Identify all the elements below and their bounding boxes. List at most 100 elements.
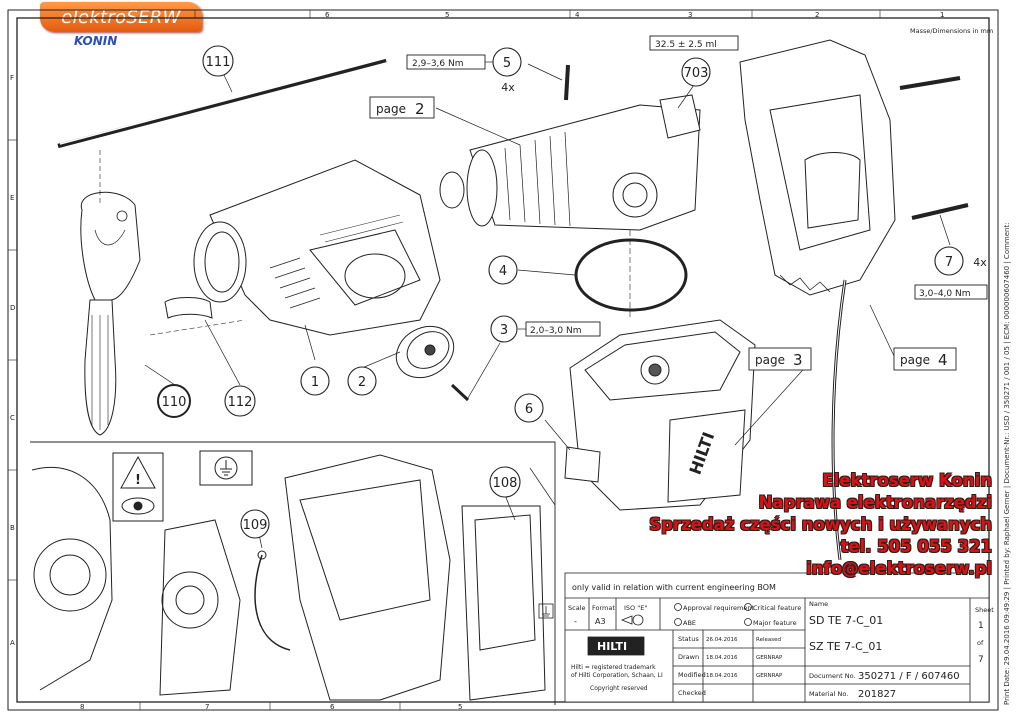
motor-housing-assembly: HILTI bbox=[569, 319, 756, 511]
advert-overlay: Elektroserw Konin Naprawa elektronarzędz… bbox=[649, 470, 992, 580]
elektroserw-logo: elektroSERW bbox=[40, 2, 202, 32]
callout-111 bbox=[202, 45, 234, 77]
ground-symbol-icon bbox=[214, 456, 238, 480]
page-3-box bbox=[748, 347, 812, 371]
callout-109-label: 109 bbox=[243, 518, 268, 533]
title-block bbox=[538, 572, 990, 703]
callout-110-label: 110 bbox=[162, 395, 187, 410]
tb-note: only valid in relation with current engi… bbox=[572, 583, 776, 592]
page-4-box bbox=[893, 347, 957, 371]
col-3: 3 bbox=[688, 11, 692, 19]
torque-5-text: 2,9–3,6 Nm bbox=[412, 59, 464, 69]
tb-sheets: 7 bbox=[978, 655, 984, 665]
tb-of: of bbox=[977, 639, 984, 647]
callout-112 bbox=[224, 385, 256, 417]
advert-line-4: tel. 505 055 321 bbox=[840, 537, 992, 556]
callout-111-label: 111 bbox=[206, 55, 231, 70]
callout-5-label: 5 bbox=[503, 56, 511, 71]
tb-brand: HILTI bbox=[597, 640, 627, 653]
row-f: F bbox=[10, 74, 14, 82]
tb-major: Major feature bbox=[753, 619, 797, 627]
hilti-logo bbox=[587, 636, 645, 656]
qty-7-label: 4x bbox=[973, 256, 987, 269]
callout-numbers: 111 5 703 4 3 1 2 110 112 6 7 108 109 4x… bbox=[162, 55, 988, 533]
page-2-word: page bbox=[376, 102, 406, 116]
volume-703-text: 32.5 ± 2.5 ml bbox=[655, 40, 717, 50]
col-5-bottom: 5 bbox=[458, 703, 462, 711]
tb-format-head: Format bbox=[592, 604, 615, 612]
annotation-texts: 2,9–3,6 Nm 32.5 ± 2.5 ml 2,0–3,0 Nm 3,0–… bbox=[376, 40, 971, 369]
rear-handle-assembly bbox=[739, 39, 896, 561]
callout-7 bbox=[934, 246, 964, 276]
col-8-bottom: 8 bbox=[80, 703, 84, 711]
motor-assembly bbox=[439, 94, 701, 231]
warning-triangle bbox=[120, 455, 156, 489]
page-2-number: 2 bbox=[415, 100, 425, 118]
tb-trademark-2: of Hilti Corporation, Schaan, LI bbox=[571, 672, 663, 679]
tb-checked-label: Checked bbox=[678, 689, 706, 697]
qty-5-label: 4x bbox=[501, 81, 515, 94]
callout-1-label: 1 bbox=[311, 375, 319, 390]
torque-box-7 bbox=[914, 284, 988, 300]
screw-upper-part-7 bbox=[899, 76, 961, 90]
logo-city: KONIN bbox=[74, 34, 118, 48]
label-part-6 bbox=[564, 446, 601, 483]
detail-drawings bbox=[31, 454, 546, 701]
callout-3-label: 3 bbox=[500, 323, 508, 338]
col-4: 4 bbox=[575, 11, 580, 19]
callout-110 bbox=[157, 384, 191, 418]
callout-112-label: 112 bbox=[228, 395, 253, 410]
col-2: 2 bbox=[815, 11, 819, 19]
tb-format-value: A3 bbox=[595, 617, 606, 626]
callout-7-label: 7 bbox=[945, 255, 953, 270]
warning-exclamation: ! bbox=[135, 473, 141, 488]
col-7-bottom: 7 bbox=[205, 703, 209, 711]
tb-modified-date: 18.04.2016 bbox=[706, 673, 738, 679]
tb-scale-head: Scale bbox=[568, 604, 586, 612]
screw-part-3 bbox=[450, 383, 470, 402]
page-3-word: page bbox=[755, 353, 785, 367]
tb-modified-label: Modified bbox=[678, 671, 706, 679]
callout-703-label: 703 bbox=[684, 66, 709, 81]
torque-3-text: 2,0–3,0 Nm bbox=[530, 326, 582, 336]
tb-scale-value: - bbox=[574, 617, 577, 626]
ground-symbol-box bbox=[199, 450, 253, 486]
clip-part-112 bbox=[164, 297, 213, 319]
tb-drawn-label: Drawn bbox=[678, 653, 699, 661]
advert-line-3: Sprzedaż części nowych i używanych bbox=[649, 515, 992, 534]
cap-part-2 bbox=[395, 325, 455, 379]
torque-7-text: 3,0–4,0 Nm bbox=[919, 289, 971, 299]
tb-docno: 350271 / F / 607460 bbox=[858, 671, 960, 682]
col-6-bottom: 6 bbox=[330, 703, 335, 711]
callout-circles bbox=[157, 45, 964, 539]
callout-4 bbox=[488, 255, 518, 285]
tb-trademark-1: Hilti = registered trademark bbox=[571, 664, 656, 671]
o-ring-part-4 bbox=[574, 238, 688, 312]
detail-view-border bbox=[30, 441, 556, 705]
row-d: D bbox=[10, 304, 15, 312]
callout-108-label: 108 bbox=[493, 476, 518, 491]
tb-modified-value: GERNRAP bbox=[756, 673, 783, 679]
page-2-box bbox=[369, 96, 435, 119]
tb-drawn-date: 18.04.2016 bbox=[706, 655, 738, 661]
tb-status-label: Status bbox=[678, 635, 699, 643]
callout-6 bbox=[514, 393, 544, 423]
callout-2 bbox=[347, 366, 377, 396]
gear-housing-part-1 bbox=[193, 159, 441, 336]
eye-protection-icon bbox=[121, 497, 155, 515]
callout-1 bbox=[300, 366, 330, 396]
col-1: 1 bbox=[940, 11, 944, 19]
callout-3 bbox=[490, 315, 518, 343]
tb-status-value: Released bbox=[756, 637, 781, 643]
callout-6-label: 6 bbox=[525, 402, 533, 417]
page-3-number: 3 bbox=[793, 351, 803, 369]
tb-matno-head: Material No. bbox=[809, 690, 848, 698]
tb-abe: ABE bbox=[683, 619, 696, 627]
tb-approval: Approval requirement bbox=[683, 604, 754, 612]
tb-iso-head: ISO "E" bbox=[624, 604, 647, 612]
tb-sheet: 1 bbox=[978, 621, 984, 631]
tb-critical: Critical feature bbox=[753, 604, 801, 612]
callout-703 bbox=[681, 57, 711, 87]
